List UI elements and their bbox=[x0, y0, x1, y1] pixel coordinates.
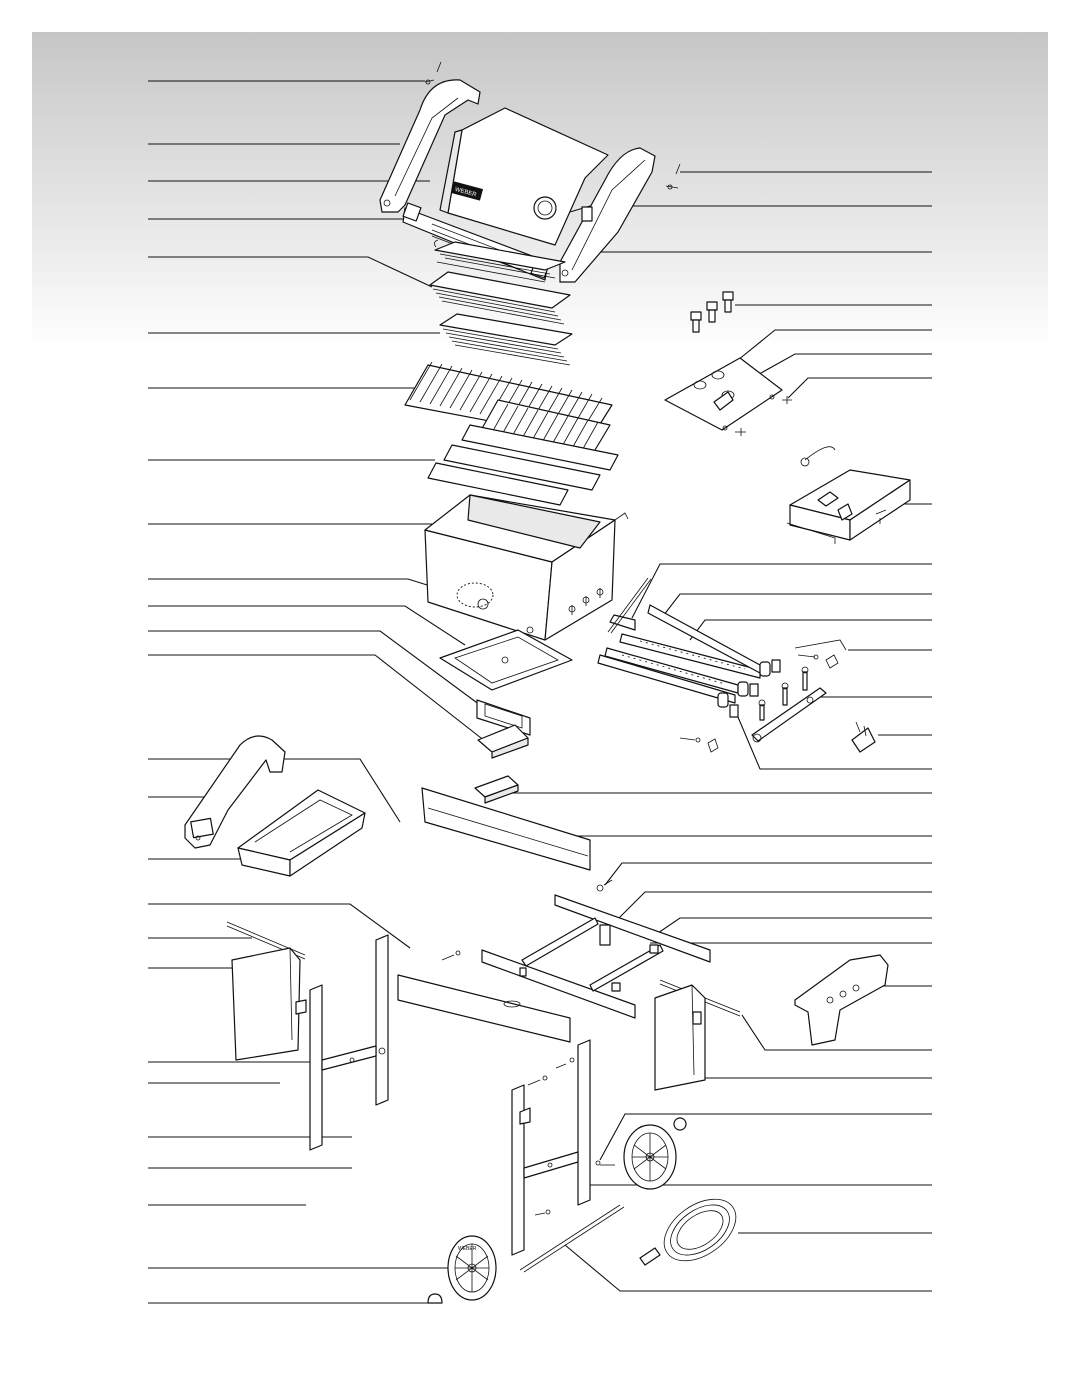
knob-3 bbox=[722, 291, 734, 313]
bottom-tray bbox=[439, 629, 573, 691]
leader-right-18 bbox=[604, 862, 932, 886]
wheel-rim-text: WEBER bbox=[458, 1246, 477, 1252]
front-panel bbox=[397, 950, 571, 1043]
flavorizer-bars bbox=[427, 424, 619, 506]
leader-right-19 bbox=[611, 891, 932, 926]
thermometer bbox=[533, 196, 557, 220]
gas-hose bbox=[639, 1198, 737, 1266]
leader-right-7 bbox=[787, 377, 932, 399]
brand-badge bbox=[450, 181, 484, 201]
knob-1 bbox=[690, 311, 702, 333]
leader-left-11 bbox=[148, 605, 466, 646]
right-leader-lines bbox=[505, 171, 932, 1292]
leader-left-13 bbox=[148, 654, 491, 746]
cart-frame bbox=[481, 879, 711, 1019]
leader-left-5 bbox=[148, 256, 433, 288]
front-wheel: WEBER bbox=[447, 1235, 497, 1301]
rear-wheel bbox=[595, 1117, 687, 1190]
right-side-handle bbox=[794, 954, 889, 1046]
right-frame-leg bbox=[511, 1039, 591, 1256]
leader-left-10 bbox=[148, 578, 476, 601]
warming-rack bbox=[434, 239, 566, 283]
leader-right-5 bbox=[737, 329, 932, 361]
small-hardware-right bbox=[679, 639, 847, 753]
leader-right-28 bbox=[564, 1244, 932, 1292]
left-side-table bbox=[237, 789, 366, 877]
control-knobs bbox=[690, 291, 734, 333]
left-leader-lines bbox=[148, 80, 491, 1304]
drip-pan bbox=[474, 775, 519, 804]
bottom-rod bbox=[519, 1204, 625, 1273]
leader-left-14 bbox=[148, 758, 401, 823]
leader-right-20 bbox=[654, 917, 932, 936]
leader-right-15 bbox=[734, 709, 932, 770]
burner-opening-hint bbox=[456, 582, 494, 608]
leader-left-17 bbox=[148, 903, 411, 949]
leader-right-10 bbox=[659, 593, 932, 621]
right-cart-panel bbox=[654, 984, 706, 1091]
control-panel bbox=[664, 357, 792, 436]
catch-pan bbox=[477, 724, 529, 759]
left-side-handle bbox=[184, 735, 286, 849]
cookbox bbox=[424, 494, 629, 641]
right-lid-bracket bbox=[559, 147, 656, 283]
left-cart-panel bbox=[231, 947, 307, 1061]
leader-right-23 bbox=[741, 1014, 932, 1051]
leader-right-9 bbox=[631, 563, 932, 619]
side-burner bbox=[786, 446, 911, 544]
upper-cooking-grate bbox=[429, 271, 571, 325]
lower-cooking-grate bbox=[439, 313, 573, 366]
knob-2 bbox=[706, 301, 718, 323]
brand-badge-text: WEBER bbox=[454, 187, 477, 199]
left-frame-leg bbox=[309, 934, 389, 1151]
gas-manifold bbox=[751, 666, 827, 743]
igniter-bracket bbox=[851, 721, 876, 753]
flavorizer-corrugated-plate bbox=[404, 361, 613, 456]
hub-cap bbox=[427, 1293, 443, 1304]
leader-right-25 bbox=[599, 1113, 932, 1161]
left-lid-bracket bbox=[379, 79, 481, 213]
leader-left-12 bbox=[148, 630, 481, 706]
back-panel bbox=[421, 787, 591, 871]
leader-right-11 bbox=[689, 619, 932, 641]
burner-tubes bbox=[597, 577, 781, 718]
